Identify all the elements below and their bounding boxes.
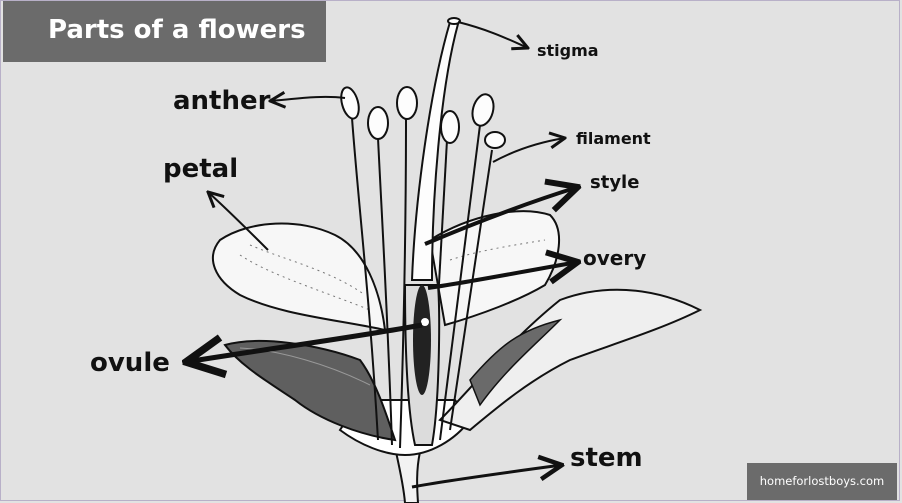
label-ovule: ovule: [90, 348, 170, 378]
petal-right-shape: [428, 210, 561, 327]
stem-shape: [394, 451, 422, 503]
label-stigma: stigma: [537, 41, 599, 60]
label-petal: petal: [163, 154, 239, 184]
label-anther: anther: [173, 86, 271, 116]
watermark: homeforlostboys.com: [747, 463, 897, 500]
label-arrows: [186, 21, 578, 489]
petal-lower-right-shape: [438, 288, 703, 432]
anthers: [340, 86, 506, 149]
label-filament: filament: [576, 129, 651, 148]
petal-lower-left-shape: [223, 340, 397, 442]
petal-left-shape: [211, 222, 387, 332]
label-style: style: [590, 172, 640, 193]
label-ovary: overy: [583, 246, 647, 270]
label-stem: stem: [570, 443, 643, 473]
page-title: Parts of a flowers: [3, 1, 326, 62]
